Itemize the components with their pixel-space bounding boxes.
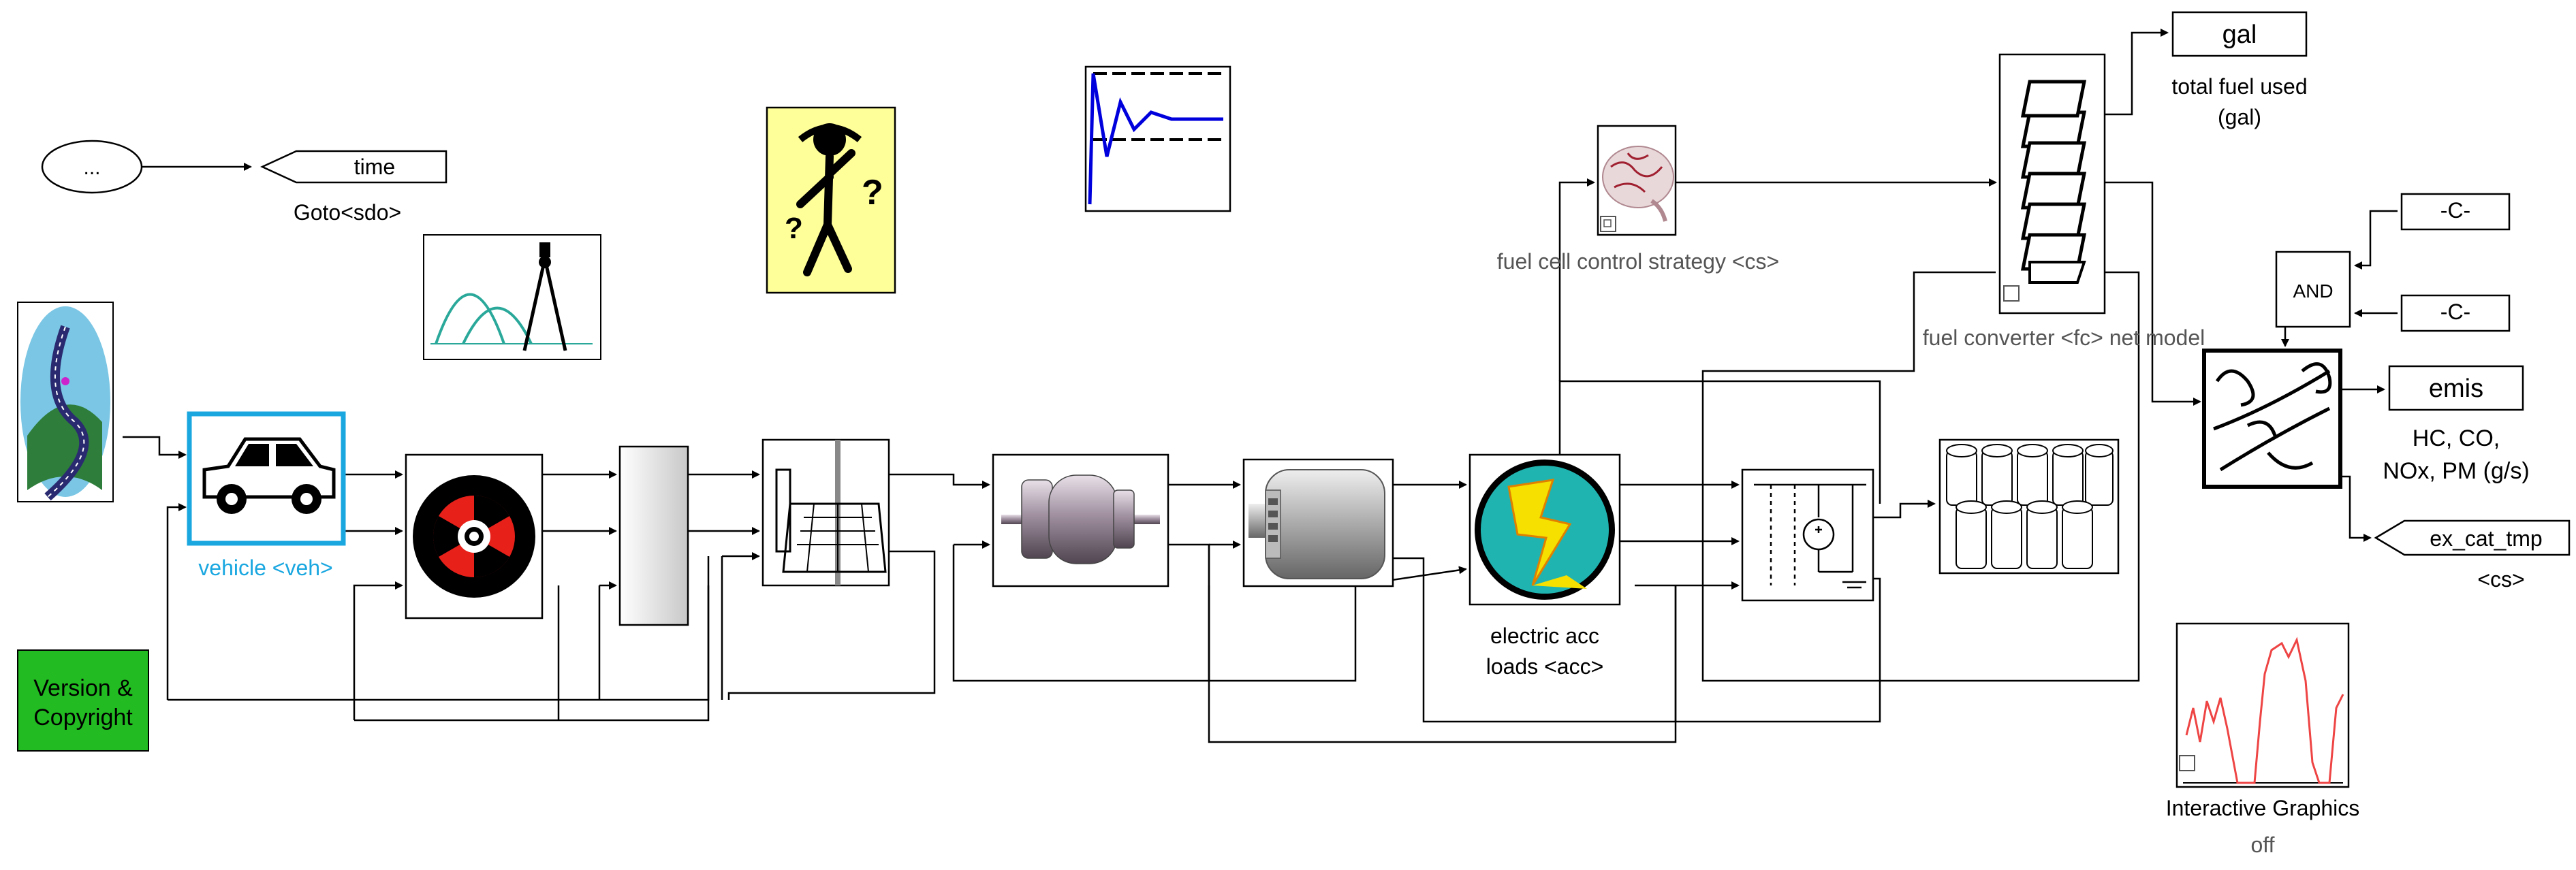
constant-block-1[interactable]: -C- <box>2400 193 2511 231</box>
drive-cycle-icon[interactable] <box>17 302 114 502</box>
goto-ex-cat-tmp-block[interactable]: ex_cat_tmp <box>2374 519 2571 556</box>
svg-text:time: time <box>354 155 395 179</box>
exhaust-block[interactable] <box>2202 349 2342 489</box>
layers-icon <box>2003 80 2087 302</box>
fuel-cell-control-caption: fuel cell control strategy <cs> <box>1497 249 1779 274</box>
constant-block-2[interactable]: -C- <box>2400 294 2511 332</box>
vehicle-block[interactable] <box>187 411 346 546</box>
motor-icon <box>1001 474 1160 564</box>
fuel-converter-block[interactable] <box>1998 53 2106 315</box>
gal-caption-2: (gal) <box>2218 105 2261 129</box>
battery-pack-block[interactable] <box>1938 438 2120 575</box>
emis-output-block[interactable]: emis <box>2388 365 2524 411</box>
motor-block[interactable] <box>992 453 1169 587</box>
brain-icon <box>1600 146 1674 232</box>
generator-block[interactable] <box>1242 458 1394 587</box>
electric-acc-caption-2: loads <acc> <box>1486 654 1604 679</box>
gal-output-block[interactable]: gal <box>2171 11 2308 57</box>
ellipsis-block[interactable]: ... <box>41 140 143 194</box>
svg-text:-C-: -C- <box>2440 198 2470 223</box>
svg-text:...: ... <box>83 157 100 179</box>
svg-text:Copyright: Copyright <box>33 705 133 730</box>
interactive-graphics-caption-1: Interactive Graphics <box>2166 796 2360 820</box>
emis-caption-1: HC, CO, <box>2413 425 2500 451</box>
generator-icon <box>1248 469 1385 579</box>
gal-caption-1: total fuel used <box>2171 74 2307 99</box>
interactive-graphics-block[interactable] <box>2176 622 2350 788</box>
svg-text:emis: emis <box>2429 374 2483 403</box>
ex-cat-tmp-caption: <cs> <box>2477 567 2524 592</box>
fuel-converter-caption: fuel converter <fc> net model <box>1923 325 2205 350</box>
svg-text:Version &: Version & <box>33 675 133 701</box>
goto-time-block[interactable]: time <box>260 150 447 184</box>
drafting-icon[interactable] <box>423 234 601 360</box>
electric-acc-caption-1: electric acc <box>1490 624 1599 648</box>
power-bus-icon <box>1754 483 1866 589</box>
and-gate-block[interactable]: AND <box>2275 251 2351 328</box>
scope-icon[interactable] <box>1084 65 1231 212</box>
svg-text:-C-: -C- <box>2440 300 2470 324</box>
vehicle-caption: vehicle <veh> <box>198 555 332 580</box>
svg-text:ex_cat_tmp: ex_cat_tmp <box>2430 526 2542 551</box>
interactive-graphics-caption-2: off <box>2251 833 2275 857</box>
help-person-icon[interactable]: ? ? <box>766 106 896 294</box>
wheel-icon <box>413 475 535 598</box>
battery-pack-icon <box>1946 444 2114 569</box>
wheel-block[interactable] <box>405 453 544 619</box>
mux-bus-block[interactable] <box>618 445 689 626</box>
power-bus-block[interactable] <box>1741 468 1874 602</box>
exhaust-wind-icon <box>2213 362 2332 472</box>
gearbox-block[interactable] <box>761 438 890 587</box>
svg-text:AND: AND <box>2293 280 2333 302</box>
electric-acc-block[interactable] <box>1468 453 1621 606</box>
version-copyright-block[interactable]: Version & Copyright <box>17 649 149 752</box>
fuel-cell-control-block[interactable] <box>1597 125 1677 236</box>
plot-icon <box>2179 637 2344 784</box>
signal-lines <box>123 29 2398 743</box>
svg-text:?: ? <box>862 173 883 212</box>
car-icon <box>202 437 336 514</box>
goto-caption: Goto<sdo> <box>294 200 401 225</box>
svg-text:?: ? <box>785 212 803 245</box>
gearbox-icon <box>775 440 887 585</box>
lightning-icon <box>1475 460 1615 600</box>
svg-text:gal: gal <box>2222 20 2257 49</box>
emis-caption-2: NOx, PM (g/s) <box>2383 458 2529 484</box>
